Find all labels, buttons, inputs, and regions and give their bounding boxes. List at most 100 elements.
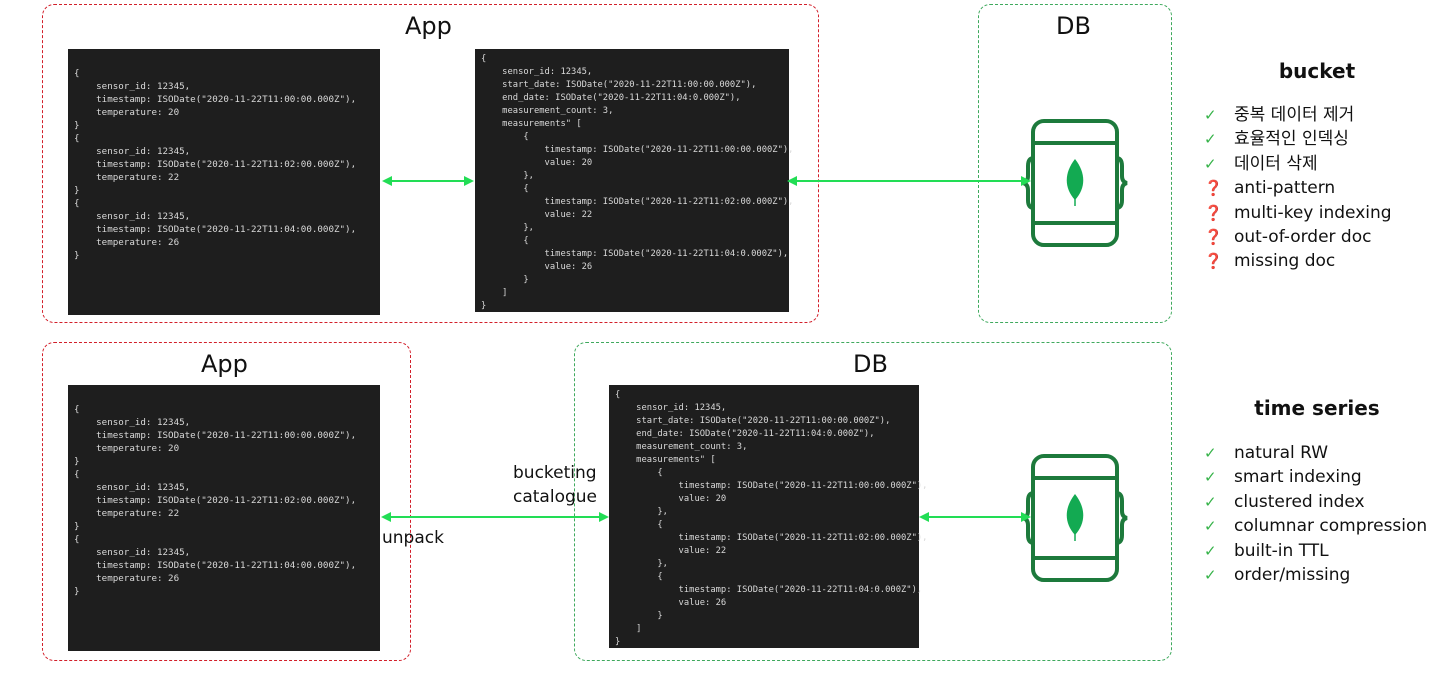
code-line: value: 22 — [615, 546, 727, 556]
feature-item: ❓ out-of-order doc — [1202, 225, 1434, 249]
feature-item: ❓ anti-pattern — [1202, 176, 1434, 200]
check-icon: ✓ — [1204, 517, 1217, 536]
code-line: { — [74, 404, 80, 415]
check-icon: ✓ — [1204, 130, 1217, 149]
code-line: { — [481, 184, 529, 194]
code-line: timestamp: ISODate("2020-11-22T11:02:00.… — [74, 159, 357, 170]
code-line: value: 26 — [615, 598, 727, 608]
top-bucket-code: { sensor_id: 12345, start_date: ISODate(… — [475, 49, 794, 312]
code-line: } — [74, 120, 80, 131]
check-icon: ✓ — [1204, 106, 1217, 124]
code-line: temperature: 22 — [74, 172, 180, 183]
code-line: temperature: 20 — [74, 443, 180, 454]
code-line: sensor_id: 12345, — [615, 403, 727, 413]
mongodb-database-icon — [1022, 119, 1128, 247]
feature-item: ✓데이터 삭제 — [1202, 152, 1434, 176]
code-line: sensor_id: 12345, — [74, 81, 191, 92]
mongodb-database-icon — [1022, 454, 1128, 582]
code-line: temperature: 22 — [74, 508, 180, 519]
feature-text: smart indexing — [1234, 467, 1362, 488]
question-mark-icon: ❓ — [1204, 252, 1223, 271]
feature-item: ✓ clustered index — [1202, 490, 1434, 514]
code-line: measurements" [ — [481, 119, 582, 129]
code-line: timestamp: ISODate("2020-11-22T11:04:0.0… — [481, 249, 789, 259]
code-line: }, — [481, 171, 534, 181]
code-line: } — [615, 611, 663, 621]
code-line: { — [74, 198, 80, 209]
feature-text: 데이터 삭제 — [1234, 153, 1318, 174]
code-line: timestamp: ISODate("2020-11-22T11:02:00.… — [481, 197, 794, 207]
code-line: end_date: ISODate("2020-11-22T11:04:0.00… — [615, 429, 875, 439]
code-line: timestamp: ISODate("2020-11-22T11:04:00.… — [74, 560, 357, 571]
code-line: }, — [615, 559, 668, 569]
code-line: value: 20 — [615, 494, 727, 504]
code-line: ] — [481, 288, 508, 298]
check-icon: ✓ — [1204, 566, 1217, 585]
code-line: temperature: 26 — [74, 237, 180, 248]
top-db-frame — [978, 4, 1172, 323]
bottom-db-title: DB — [853, 350, 888, 378]
check-icon: ✓ — [1204, 492, 1217, 511]
feature-text: multi-key indexing — [1234, 202, 1392, 223]
feature-text: built-in TTL — [1234, 540, 1329, 561]
code-line: { — [481, 54, 487, 64]
code-line: measurements" [ — [615, 455, 716, 465]
code-line: sensor_id: 12345, — [74, 547, 191, 558]
feature-item: ✓columnar compression — [1202, 514, 1434, 538]
code-line: } — [74, 250, 80, 261]
bottom-bucket-code: { sensor_id: 12345, start_date: ISODate(… — [609, 385, 928, 648]
feature-text: natural RW — [1234, 443, 1329, 463]
code-line: } — [74, 586, 80, 597]
code-line: { — [74, 68, 80, 79]
bottom-app-title: App — [201, 350, 248, 378]
unpack-label: unpack — [382, 528, 444, 548]
code-line: sensor_id: 12345, — [74, 482, 191, 493]
bucketing-label: bucketing — [513, 463, 597, 483]
code-line: temperature: 26 — [74, 573, 180, 584]
feature-text: missing doc — [1234, 251, 1336, 272]
leaf-icon — [1066, 159, 1084, 200]
code-line: { — [481, 132, 529, 142]
code-line: timestamp: ISODate("2020-11-22T11:00:00.… — [615, 481, 928, 491]
question-mark-icon: ❓ — [1204, 179, 1223, 198]
code-line: value: 26 — [481, 262, 593, 272]
feature-item: ✓ order/missing — [1202, 563, 1434, 587]
code-line: sensor_id: 12345, — [74, 417, 191, 428]
code-line: { — [615, 390, 621, 400]
bucket-panel-title: bucket — [1278, 59, 1356, 83]
leaf-icon — [1066, 494, 1084, 535]
feature-text: anti-pattern — [1234, 178, 1336, 199]
code-line: measurement_count: 3, — [615, 442, 748, 452]
question-mark-icon: ❓ — [1204, 228, 1223, 247]
feature-text: 효율적인 인덱싱 — [1234, 129, 1349, 150]
code-line: timestamp: ISODate("2020-11-22T11:00:00.… — [74, 94, 357, 105]
code-line: value: 22 — [481, 210, 593, 220]
check-icon: ✓ — [1204, 444, 1217, 462]
top-documents-code: { sensor_id: 12345, timestamp: ISODate("… — [68, 49, 380, 315]
code-line: { — [74, 469, 80, 480]
code-line: timestamp: ISODate("2020-11-22T11:00:00.… — [74, 430, 357, 441]
code-line: sensor_id: 12345, — [74, 211, 191, 222]
code-line: sensor_id: 12345, — [481, 67, 593, 77]
feature-text: order/missing — [1234, 565, 1351, 586]
feature-item: ✓ natural RW — [1202, 441, 1434, 465]
code-line: start_date: ISODate("2020-11-22T11:00:00… — [615, 416, 891, 426]
feature-item: ✓ 효율적인 인덱싱 — [1202, 127, 1434, 151]
feature-text: clustered index — [1234, 491, 1365, 512]
timeseries-feature-list: ✓ natural RW ✓ smart indexing ✓ clustered ind… — [1202, 441, 1434, 587]
code-line: }, — [615, 507, 668, 517]
code-line: timestamp: ISODate("2020-11-22T11:00:00.… — [481, 145, 794, 155]
feature-item: ✓ smart indexing — [1202, 465, 1434, 489]
code-line: } — [74, 456, 80, 467]
code-line: sensor_id: 12345, — [74, 146, 191, 157]
code-line: { — [74, 133, 80, 144]
code-line: ] — [615, 624, 642, 634]
code-line: timestamp: ISODate("2020-11-22T11:04:00.… — [74, 224, 357, 235]
code-line: timestamp: ISODate("2020-11-22T11:02:00.… — [615, 533, 928, 543]
feature-item: ✓ 중복 데이터 제거 — [1202, 103, 1434, 127]
top-app-frame — [42, 4, 819, 323]
check-icon: ✓ — [1204, 468, 1217, 487]
top-app-title: App — [405, 12, 452, 40]
feature-text: 중복 데이터 제거 — [1234, 105, 1355, 125]
feature-text: out-of-order doc — [1234, 227, 1372, 248]
